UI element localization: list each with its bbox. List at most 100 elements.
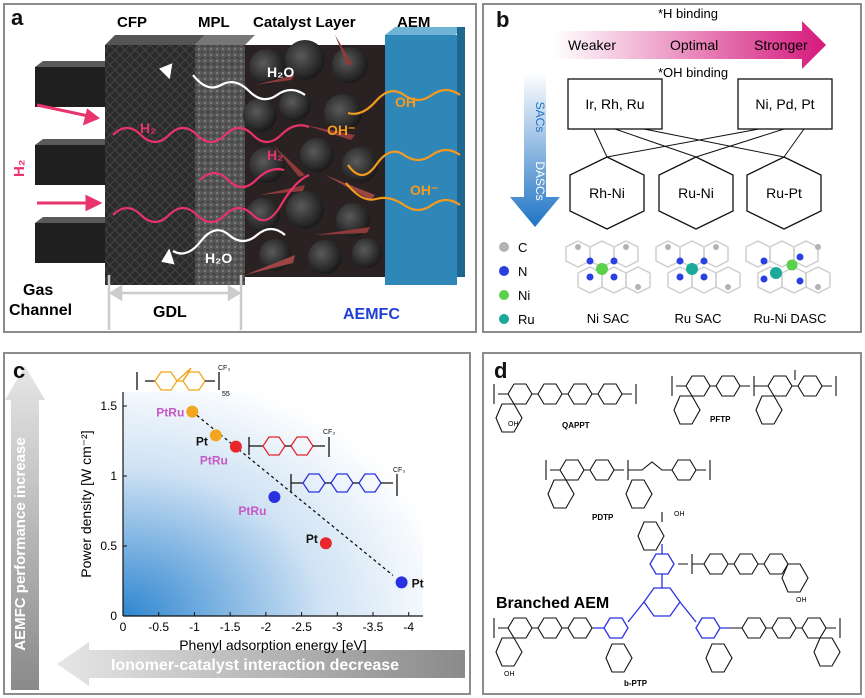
gas-channel (35, 61, 113, 263)
panel-a-label: a (11, 5, 24, 30)
qappt-oh: OH (508, 421, 519, 428)
aemfc-label: AEMFC (343, 306, 400, 323)
ni-sac-label: Ni SAC (587, 311, 630, 326)
y-tick-label: 0 (110, 609, 117, 623)
ru-ni-dasc-structure (745, 240, 831, 294)
atom-legend: C N Ni Ru (499, 240, 535, 327)
svg-text:CF₃: CF₃ (218, 365, 230, 372)
connector-lines (593, 128, 805, 158)
mpl-title: MPL (198, 14, 230, 31)
performance-arrow-label: AEMFC performance increase (12, 437, 29, 650)
gdl-bracket (107, 275, 243, 330)
oh-binding-label: *OH binding (658, 65, 728, 80)
pdtp-structure (545, 459, 711, 509)
h2-wave-label-2: H₂ (267, 147, 283, 163)
qappt-label: QAPPT (562, 421, 590, 430)
data-point-label: Pt (196, 434, 208, 448)
oh-label-1: OH⁻ (327, 122, 355, 138)
b-ptp-arms (493, 512, 841, 673)
weaker-label: Weaker (568, 37, 616, 53)
panel-c: AEMFC performance increase Ionomer-catal… (3, 352, 471, 695)
panel-a: CFP MPL Catalyst Layer AEM H₂ H₂O H₂O H₂… (3, 3, 477, 333)
dascs-label: DASCs (533, 161, 547, 200)
gdl-label: GDL (153, 304, 187, 321)
ru-sac-label: Ru SAC (675, 311, 722, 326)
interaction-arrow-label: Ionomer-catalyst interaction decrease (111, 657, 399, 674)
x-tick-label: -3.5 (363, 620, 384, 634)
data-point (209, 429, 222, 442)
pftp-label: PFTP (710, 415, 731, 424)
aem-structures: OH QAPPT PFTP PDTP Branched AEM (493, 370, 841, 688)
data-point-label: Pt (306, 532, 318, 546)
b-ptp-oh-top: OH (674, 511, 685, 518)
box-right-label: Ni, Pd, Pt (755, 96, 814, 112)
hexagon-rh-ni: Rh-Ni (589, 185, 625, 201)
y-tick-label: 1 (110, 469, 117, 483)
panel-d-label: d (494, 358, 508, 383)
y-axis-title: Power density [W cm⁻²] (78, 430, 94, 577)
power-density-chart: AEMFC performance increase Ionomer-catal… (5, 365, 465, 690)
pftp-structure (671, 370, 837, 425)
gas-channel-label-1: Gas (23, 282, 53, 299)
branched-aem-title: Branched AEM (496, 595, 609, 612)
data-point (229, 440, 242, 453)
panel-b-label: b (496, 7, 510, 32)
performance-arrow (5, 366, 45, 690)
hexagon-ru-ni: Ru-Ni (678, 185, 714, 201)
h2o-bottom-label: H₂O (205, 250, 232, 266)
optimal-label: Optimal (670, 37, 718, 53)
svg-text:CF₃: CF₃ (323, 429, 335, 436)
y-tick-label: 0.5 (100, 539, 117, 553)
b-ptp-oh-right: OH (796, 597, 807, 604)
binding-arrow (554, 21, 826, 69)
svg-text:CF₃: CF₃ (393, 467, 405, 474)
legend-n-dot (499, 266, 509, 276)
data-point (319, 537, 332, 550)
plot-background (123, 392, 423, 616)
y-tick-label: 1.5 (100, 399, 117, 413)
stronger-label: Stronger (754, 37, 808, 53)
data-point (268, 491, 281, 503)
aem-title: AEM (397, 14, 430, 31)
fuel-cell-diagram: CFP MPL Catalyst Layer AEM H₂ H₂O H₂O H₂… (9, 14, 465, 330)
legend-ru: Ru (518, 312, 535, 327)
x-tick-label: -4 (403, 620, 414, 634)
h2-inlet-arrows (36, 103, 103, 212)
legend-n: N (518, 264, 527, 279)
hexagons (569, 156, 822, 230)
data-point (395, 576, 408, 589)
polymer-structure-orange: CF₃ (136, 365, 230, 391)
panel-c-label: c (13, 358, 26, 383)
catalyst-design-diagram: *H binding *OH binding Weaker Optimal St… (499, 6, 833, 327)
panel-b: *H binding *OH binding Weaker Optimal St… (482, 3, 862, 333)
oh-waves (345, 88, 461, 212)
polymer-structure-blue: CF₃ (290, 467, 405, 496)
x-tick-label: -1.5 (220, 620, 241, 634)
x-tick-label: 0 (120, 620, 127, 634)
h2-waves (112, 124, 310, 224)
cfp-title: CFP (117, 14, 147, 31)
pdtp-label: PDTP (592, 513, 614, 522)
b-ptp-oh-left: OH (504, 671, 515, 678)
data-point-label: Pt (412, 576, 424, 590)
h2o-top-label: H₂O (267, 64, 294, 80)
legend-ni: Ni (518, 288, 530, 303)
plot-area: 0-0.5-1-1.5-2-2.5-3-3.5-400.511.5Phenyl … (78, 392, 424, 653)
gas-channel-label-2: Channel (9, 302, 72, 319)
trendline (191, 411, 394, 576)
x-tick-label: -0.5 (148, 620, 169, 634)
legend-c: C (518, 240, 527, 255)
data-point-label: PtRu (238, 504, 266, 518)
x-tick-label: -3 (332, 620, 343, 634)
h2-wave-label-1: H₂ (140, 120, 156, 136)
x-tick-label: -2 (261, 620, 272, 634)
mpl-layer (195, 45, 245, 285)
b-ptp-core (594, 544, 730, 639)
qappt-structure (493, 383, 637, 433)
ni-sac-structure (565, 240, 651, 294)
b-ptp-label: b-PTP (624, 679, 648, 688)
x-axis-title: Phenyl adsorption energy [eV] (179, 637, 367, 653)
interaction-arrow (57, 642, 465, 686)
ru-ni-dasc-label: Ru-Ni DASC (754, 311, 827, 326)
oh-label-2: OH⁻ (395, 94, 423, 110)
